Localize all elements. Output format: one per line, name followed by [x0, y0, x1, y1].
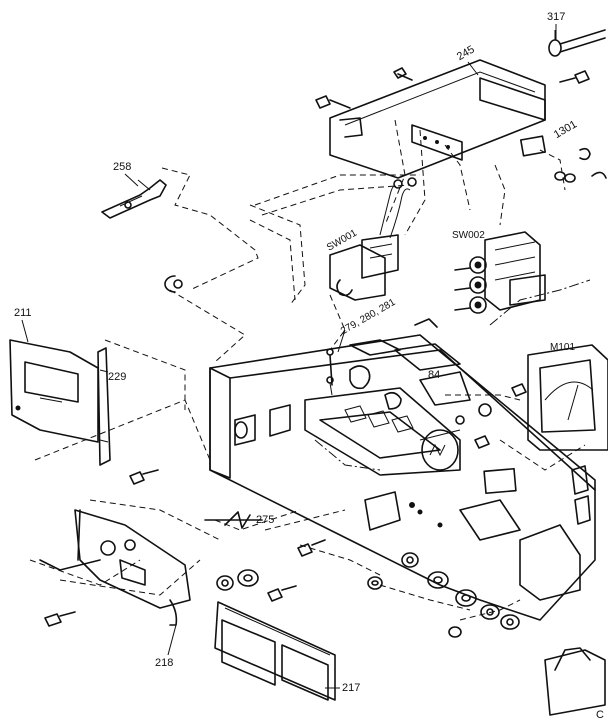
- label-218: 218: [155, 657, 173, 669]
- ring-clip: [164, 275, 183, 293]
- label-1301: 1301: [552, 118, 579, 141]
- meter-m101: [527, 344, 608, 451]
- switch-knobs: [454, 256, 487, 314]
- washer-series: [216, 552, 520, 638]
- part-317-knob: [548, 29, 606, 57]
- part-211-panel: [9, 339, 99, 443]
- label-sw002: SW002: [452, 230, 485, 241]
- assembly-guide-lines: [29, 119, 591, 621]
- switch-sw001: [329, 177, 417, 301]
- label-m101: M101: [550, 342, 575, 353]
- label-317: 317: [547, 11, 565, 23]
- chassis-mechanism: [326, 365, 414, 433]
- screws: [44, 318, 527, 627]
- part-218-bracket: [39, 509, 191, 626]
- label-275: 275: [256, 514, 274, 526]
- label-245: 245: [455, 43, 477, 63]
- main-chassis: [209, 334, 596, 621]
- label-258: 258: [113, 161, 131, 173]
- part-275-clip: [204, 511, 263, 529]
- label-211: 211: [14, 307, 32, 319]
- part-229-strip: [97, 347, 111, 466]
- label-84: 84: [428, 369, 440, 381]
- part-258-lever: [101, 179, 167, 219]
- part-217-cover: [214, 601, 336, 701]
- label-sw001: SW001: [325, 227, 359, 253]
- label-279-280-281: 279, 280, 281: [339, 297, 398, 337]
- label-229: 229: [108, 371, 126, 383]
- switch-sw002: [454, 231, 546, 314]
- bracket-245: [315, 59, 590, 179]
- part-labels: 317 245 1301 258 SW001 SW002 211 229 279…: [14, 11, 604, 721]
- motor: [419, 429, 461, 471]
- right-edge-parts: [544, 465, 606, 716]
- screw-cluster-top-right: [554, 147, 607, 183]
- label-c: C: [596, 709, 604, 721]
- label-217: 217: [342, 682, 360, 694]
